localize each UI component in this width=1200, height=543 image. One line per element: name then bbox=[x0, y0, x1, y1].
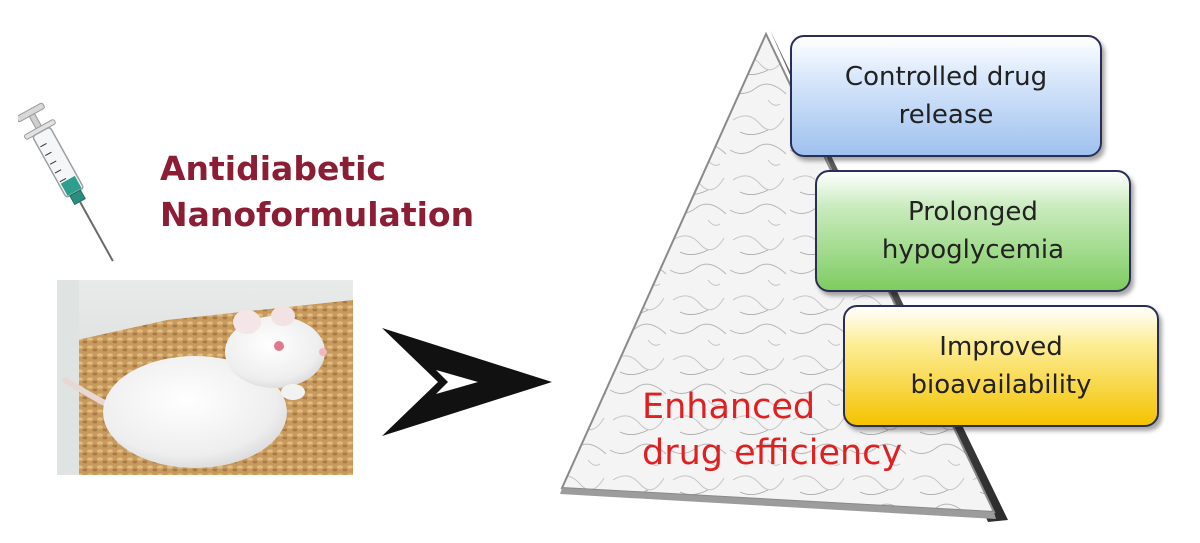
box-1-line-2: release bbox=[898, 100, 994, 130]
center-line-2: drug efficiency bbox=[642, 433, 903, 473]
box-1-line-1: Controlled drug bbox=[844, 62, 1048, 92]
prolonged-hypoglycemia-box: Prolonged hypoglycemia bbox=[815, 170, 1131, 292]
syringe-icon bbox=[18, 102, 114, 262]
box-3-line-1: Improved bbox=[939, 332, 1063, 362]
title-line-1: Antidiabetic bbox=[160, 149, 386, 188]
nanoformulation-title: Antidiabetic Nanoformulation bbox=[160, 146, 500, 238]
title-line-2: Nanoformulation bbox=[160, 195, 475, 234]
improved-bioavailability-box: Improved bioavailability bbox=[843, 305, 1159, 427]
box-2-line-1: Prolonged bbox=[908, 197, 1038, 227]
center-line-1: Enhanced bbox=[642, 387, 816, 427]
rat-photo bbox=[57, 280, 353, 475]
box-3-line-2: bioavailability bbox=[910, 370, 1092, 400]
enhanced-drug-efficiency-label: Enhanced drug efficiency bbox=[642, 384, 942, 476]
box-2-line-2: hypoglycemia bbox=[881, 235, 1065, 265]
arrow-icon bbox=[382, 328, 552, 436]
controlled-drug-release-box: Controlled drug release bbox=[790, 35, 1102, 157]
